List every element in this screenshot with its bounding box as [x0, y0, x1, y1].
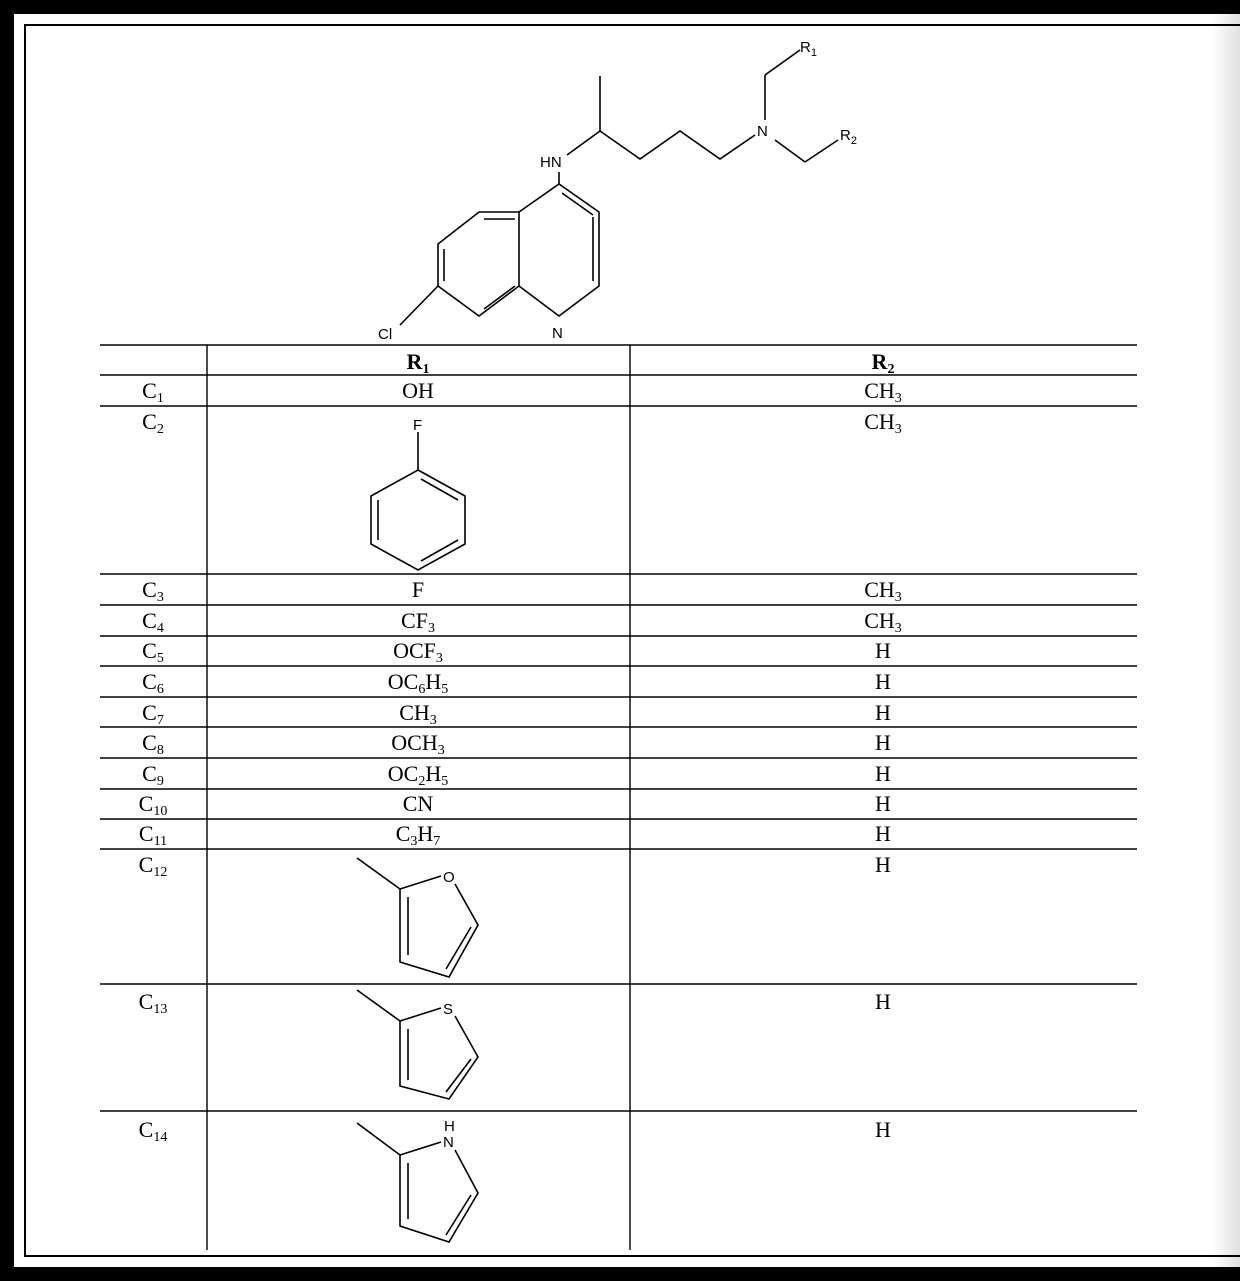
header-r2: R2 — [872, 349, 895, 377]
r2-value: H — [875, 989, 891, 1014]
r1-value: OCF3 — [393, 638, 443, 666]
r1-value: OC2H5 — [388, 761, 448, 789]
atom-o: O — [443, 869, 455, 886]
structure-thienyl — [356, 989, 479, 1100]
compound-id: C7 — [142, 700, 164, 728]
r2-value: CH3 — [864, 378, 902, 406]
scaffold-structure — [399, 49, 839, 326]
r2-value: CH3 — [864, 608, 902, 636]
atom-cl: Cl — [378, 326, 392, 343]
r2-value: H — [875, 852, 891, 877]
r1-value: OCH3 — [391, 730, 444, 758]
atom-hn: HN — [540, 154, 562, 171]
r1-value: OC6H5 — [388, 669, 448, 697]
atom-pyrrole-n: N — [443, 1134, 454, 1151]
structure-pyrrolyl — [356, 1122, 479, 1243]
compound-id: C3 — [142, 577, 164, 605]
r2-value: H — [875, 638, 891, 663]
r1-value: CF3 — [401, 608, 435, 636]
compound-id: C1 — [142, 378, 164, 406]
header-r1: R1 — [407, 349, 430, 377]
r2-value: H — [875, 761, 891, 786]
r2-value: H — [875, 700, 891, 725]
r2-value: CH3 — [864, 409, 902, 437]
table-lines — [100, 344, 1137, 1250]
atom-r2: R2 — [840, 127, 857, 147]
atom-s: S — [443, 1001, 453, 1018]
compound-id: C6 — [142, 669, 164, 697]
r1-value: OH — [402, 378, 434, 403]
compound-id: C12 — [139, 852, 168, 880]
page-shadow — [1212, 4, 1240, 1281]
structure-furyl — [356, 857, 479, 978]
r2-value: H — [875, 730, 891, 755]
atom-n-amine: N — [757, 123, 768, 140]
compound-id: C13 — [139, 989, 168, 1017]
atom-f: F — [413, 417, 422, 434]
r1-value: CN — [403, 791, 434, 816]
r2-value: H — [875, 1117, 891, 1142]
r2-value: H — [875, 821, 891, 846]
r1-value: C3H7 — [396, 821, 441, 849]
r1-value: CH3 — [399, 700, 437, 728]
compound-id: C10 — [139, 791, 168, 819]
r2-value: CH3 — [864, 577, 902, 605]
atom-n-ring: N — [552, 325, 563, 342]
compound-id: C5 — [142, 638, 164, 666]
r2-value: H — [875, 791, 891, 816]
compound-id: C4 — [142, 608, 164, 636]
atom-pyrrole-h: H — [444, 1118, 455, 1135]
compound-id: C2 — [142, 409, 164, 437]
r1-value: F — [412, 577, 424, 602]
compound-id: C8 — [142, 730, 164, 758]
compound-id: C14 — [139, 1117, 168, 1145]
page-border-inner — [24, 24, 1240, 1257]
r2-value: H — [875, 669, 891, 694]
structure-fluorophenyl — [370, 432, 466, 571]
compound-id: C11 — [139, 821, 167, 849]
compound-id: C9 — [142, 761, 164, 789]
atom-r1: R1 — [800, 39, 817, 59]
